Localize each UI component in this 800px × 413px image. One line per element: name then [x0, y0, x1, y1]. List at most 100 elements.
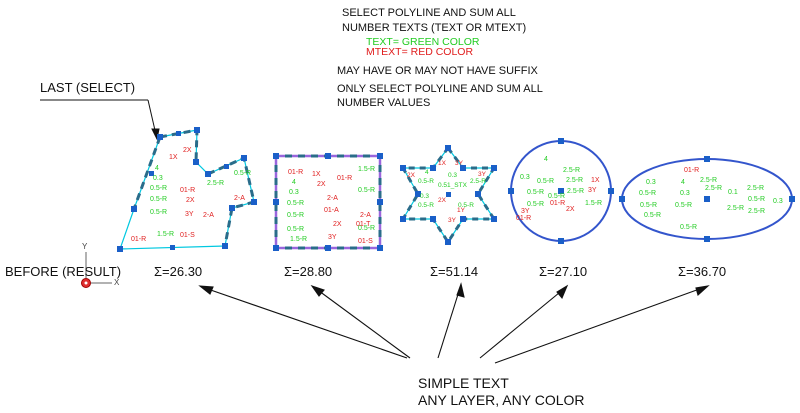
s5-red-0: 01-R [684, 167, 699, 174]
s2-red-9: 01-T [356, 221, 371, 228]
s1-green-1: 0.3 [153, 175, 163, 182]
s3-red-3: 3Y [478, 171, 487, 178]
s4-red-3: 3Y [521, 208, 530, 215]
s4-red-2: 01-R [550, 200, 565, 207]
s1-red-2: 01-R [180, 187, 195, 194]
s4-green-6: 2.5-R [566, 177, 583, 184]
s4-green-0: 4 [544, 156, 548, 163]
result-shape-4: Σ=27.10 [539, 264, 588, 279]
s4-red-4: 2X [566, 206, 575, 213]
before-result-label: BEFORE (RESULT) [5, 264, 122, 279]
only-select-line-2: NUMBER VALUES [337, 97, 431, 109]
mtext-color-note: MTEXT= RED COLOR [366, 46, 474, 58]
s5-green-8: 0.5-R [640, 202, 657, 209]
s4-green-8: 1.5-R [585, 200, 602, 207]
s3-green-4: 0.51_STX [438, 182, 468, 189]
s3-green-3: 0.5-R [418, 202, 434, 209]
pointer-arrows [198, 282, 710, 364]
s2-green-8: 0.5-R [358, 225, 375, 232]
s3-red-1: 3Y [455, 160, 464, 167]
polyline-shape-5[interactable]: 0.3 4 0.5-R 2.5-R 0.1 2.5-R 2.5-R 0.3 0.… [619, 156, 795, 242]
s2-green-0: 4 [292, 179, 296, 186]
instruction-line-1: SELECT POLYLINE AND SUM ALL [342, 7, 516, 19]
s2-red-0: 01-R [288, 169, 303, 176]
s1-green-3: 0.5-R [150, 196, 167, 203]
s4-red-5: 01-R [516, 215, 531, 222]
s2-green-6: 1.5-R [358, 166, 375, 173]
s1-red-0: 1X [169, 154, 178, 161]
s2-green-4: 0.5-R [287, 226, 304, 233]
s1-green-4: 0.5-R [150, 209, 167, 216]
s1-green-5: 1.5-R [157, 231, 174, 238]
s2-red-3: 01-R [337, 175, 352, 182]
s1-green-0: 4 [155, 165, 159, 172]
s5-green-11: 0.5-R [748, 196, 765, 203]
s5-green-4: 0.1 [728, 189, 738, 196]
s1-red-7: 01-R [131, 236, 146, 243]
result-shape-1: Σ=26.30 [154, 264, 203, 279]
s5-green-9: 0.5-R [675, 202, 692, 209]
s5-green-3: 2.5-R [705, 185, 722, 192]
s3-green-6: 2.5-R [470, 178, 486, 185]
s4-green-5: 2.5-R [563, 167, 580, 174]
s5-green-6: 2.5-R [727, 205, 744, 212]
s5-green-5: 2.5-R [747, 185, 764, 192]
s5-green-0: 0.3 [646, 179, 656, 186]
s3-red-6: 3Y [448, 217, 457, 224]
s2-green-5: 1.5-R [290, 236, 307, 243]
s4-green-9: 0.5-R [548, 193, 565, 200]
s5-green-15: 0.5-R [680, 224, 697, 231]
s5-green-1: 4 [681, 179, 685, 186]
polyline-shape-4[interactable]: 4 0.3 0.5-R 0.5-R 0.5-R 2.5-R 2.5-R 2.5-… [508, 138, 614, 244]
s2-red-7: 2-A [360, 212, 371, 219]
s1-red-1: 2X [183, 147, 192, 154]
s2-green-1: 0.3 [289, 189, 299, 196]
s1-green-2: 0.5-R [150, 185, 167, 192]
s1-green-6: 2.5-R [207, 180, 224, 187]
s1-red-3: 2X [186, 197, 195, 204]
any-layer-label: ANY LAYER, ANY COLOR [418, 392, 585, 408]
ucs-x-label: X [114, 278, 120, 287]
s2-red-5: 01-A [324, 207, 339, 214]
polyline-shape-2[interactable]: 4 0.3 0.5-R 0.5-R 0.5-R 1.5-R 1.5-R 0.5-… [273, 153, 383, 251]
only-select-line-1: ONLY SELECT POLYLINE AND SUM ALL [337, 83, 543, 95]
s3-red-5: 1Y [457, 207, 466, 214]
instruction-line-2: NUMBER TEXTS (TEXT OR MTEXT) [342, 22, 527, 34]
polyline-shape-3[interactable]: 4 0.5-R 0.3 0.5-R 0.51_STX 0.3 2.5-R 0.5… [400, 145, 497, 245]
s5-green-13: 0.3 [773, 198, 783, 205]
s4-green-2: 0.5-R [537, 178, 554, 185]
s5-green-2: 0.5-R [639, 190, 656, 197]
s5-green-7: 0.3 [680, 190, 690, 197]
s3-green-2: 0.3 [420, 193, 429, 200]
s1-red-5: 2-A [203, 212, 214, 219]
s1-green-7: 0.5-R [234, 170, 251, 177]
s3-green-1: 0.5-R [418, 178, 434, 185]
last-select-leader [40, 99, 160, 141]
s1-red-8: 2-A [234, 195, 245, 202]
result-shape-2: Σ=28.80 [284, 264, 333, 279]
text-color-note: TEXT= GREEN COLOR [366, 36, 480, 48]
s4-red-1: 3Y [588, 187, 597, 194]
s3-green-5: 0.3 [448, 172, 457, 179]
s2-red-8: 3Y [328, 234, 337, 241]
suffix-note: MAY HAVE OR MAY NOT HAVE SUFFIX [337, 65, 538, 77]
s2-red-1: 1X [312, 171, 321, 178]
s4-green-3: 0.5-R [527, 189, 544, 196]
s2-red-2: 2X [317, 181, 326, 188]
s2-red-4: 2-A [327, 195, 338, 202]
polyline-shape-1[interactable]: 4 0.3 0.5-R 0.5-R 0.5-R 1.5-R 2.5-R 0.5-… [117, 127, 257, 252]
s5-green-10: 2.5-R [700, 177, 717, 184]
ucs-icon: Y X [81, 242, 120, 288]
s3-red-4: 2X [438, 197, 447, 204]
ucs-y-label: Y [82, 242, 88, 251]
s2-red-10: 01-S [358, 238, 373, 245]
s2-green-7: 0.5-R [358, 187, 375, 194]
s4-green-7: 2.5-R [567, 188, 584, 195]
s1-red-6: 01-S [180, 232, 195, 239]
s2-green-3: 0.5-R [287, 212, 304, 219]
s1-red-4: 3Y [185, 211, 194, 218]
s4-green-4: 0.5-R [527, 201, 544, 208]
s3-red-2: 2X [407, 172, 416, 179]
result-shape-3: Σ=51.14 [430, 264, 479, 279]
